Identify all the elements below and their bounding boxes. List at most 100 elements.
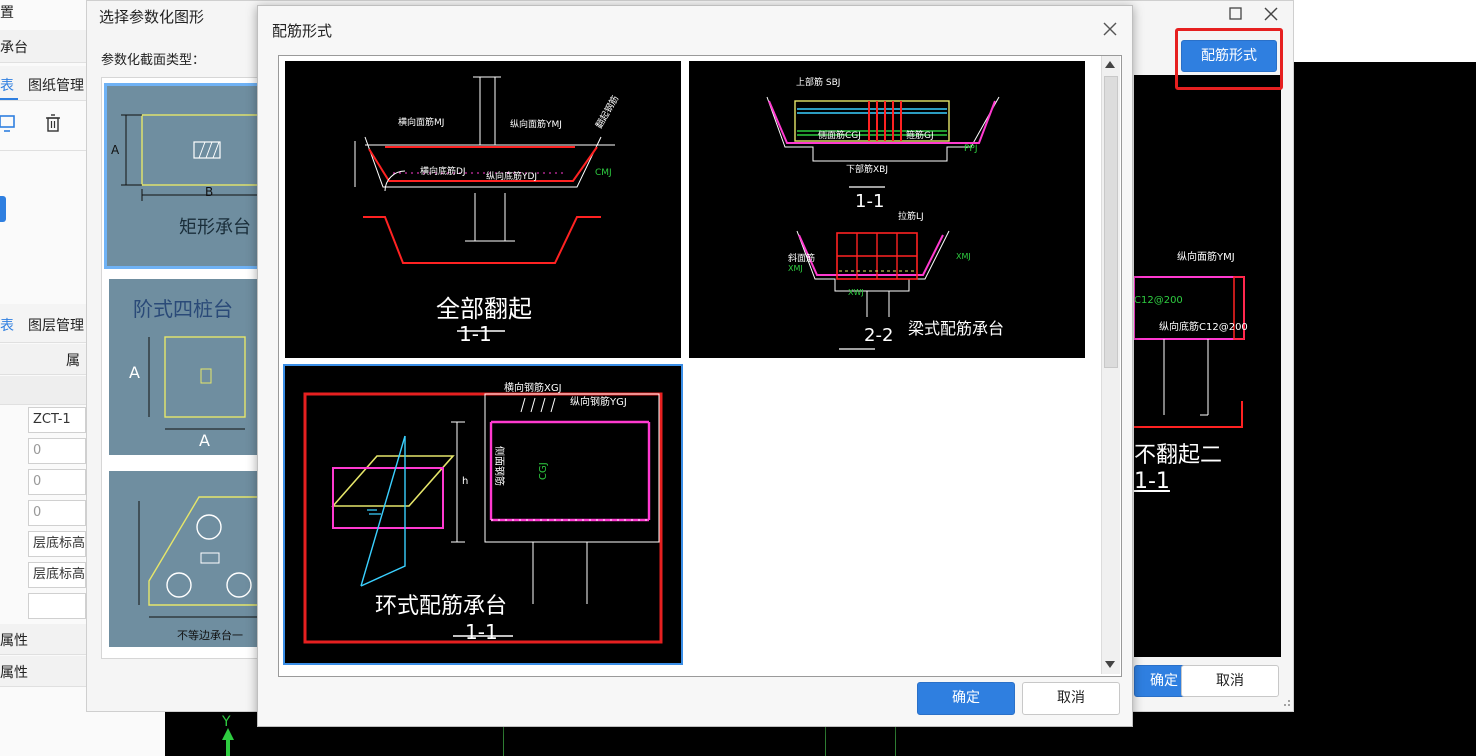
delete-icon[interactable] <box>44 114 62 134</box>
property-value-name[interactable]: ZCT-1 <box>28 407 86 433</box>
beam-style-cap-title: 梁式配筋承台 <box>908 319 1005 338</box>
attribute-label: 属性 <box>0 665 28 681</box>
stepped-cap-drawing <box>148 336 246 430</box>
ring-style-cap-drawing <box>303 392 663 644</box>
label-longitudinal-rebar: 纵向钢筋YGJ <box>570 397 627 408</box>
tab-layer-manager[interactable]: 图层管理 <box>28 318 84 334</box>
label-xwj: XWJ <box>848 288 864 297</box>
rectangular-cap-dim-b: B <box>205 185 214 199</box>
cancel-button[interactable]: 取消 <box>1022 682 1120 715</box>
label-stirrup: 箍筋GJ <box>906 131 934 141</box>
beam-style-section-2: 2-2 <box>864 325 894 346</box>
property-value[interactable]: 0 <box>28 500 86 526</box>
shape-thumb-stepped-four-pile-cap[interactable] <box>109 279 259 455</box>
attribute-row[interactable] <box>0 656 86 687</box>
label-side-rebar: 侧面钢筋 <box>493 446 504 486</box>
label-slope-bar: 斜面筋 <box>788 254 816 264</box>
rebar-form-button[interactable]: 配筋形式 <box>1181 40 1277 72</box>
label-transverse-top: 横向面筋MJ <box>398 118 445 128</box>
property-value-bottom-elevation[interactable]: 层底标高 <box>28 562 86 588</box>
property-group-row <box>0 376 86 405</box>
ok-button[interactable]: 确定 <box>917 682 1015 715</box>
attribute-row[interactable] <box>0 624 86 655</box>
left-divider <box>0 150 86 151</box>
property-header <box>0 344 86 375</box>
left-section-row[interactable] <box>0 30 86 63</box>
label-xmj-right: XMJ <box>956 252 971 261</box>
full-bend-up-drawing <box>354 76 615 332</box>
cad-grid-line <box>825 727 826 756</box>
label-longitudinal-top: 纵向面筋YMJ <box>510 120 562 130</box>
preview-label-top-longitudinal: 纵向面筋YMJ <box>1177 252 1235 263</box>
label-transverse-rebar: 横向钢筋XGJ <box>504 383 562 394</box>
left-section-label: 承台 <box>0 40 28 56</box>
stepped-cap-dim-a: A <box>129 363 140 382</box>
preview-label-bottom-longitudinal: 纵向底筋C12@200 <box>1159 322 1248 333</box>
rectangular-cap-drawing <box>121 114 263 201</box>
param-cancel-button[interactable]: 取消 <box>1181 665 1279 697</box>
property-value-empty[interactable] <box>28 593 86 619</box>
preview-title: 不翻起二 <box>1134 443 1223 468</box>
full-bend-up-section: 1-1 <box>459 322 492 346</box>
label-top-bar: 上部筋 SBJ <box>796 78 841 88</box>
close-icon[interactable] <box>1101 20 1119 38</box>
property-value[interactable]: 0 <box>28 438 86 464</box>
attribute-label: 属性 <box>0 633 28 649</box>
label-bottom-bar: 下部筋XBJ <box>846 165 888 175</box>
left-top-label: 置 <box>0 5 14 21</box>
preview-drawing <box>1134 276 1245 428</box>
left-tab-row <box>0 66 86 101</box>
maximize-icon[interactable] <box>1228 6 1244 22</box>
tab-drawing-manager[interactable]: 图纸管理 <box>28 78 84 94</box>
ring-style-cap-section: 1-1 <box>465 620 498 644</box>
rectangular-cap-dim-a: A <box>111 143 120 157</box>
cad-grid-line <box>895 727 896 756</box>
cad-grid-line <box>503 727 504 756</box>
window-close-icon[interactable] <box>1262 5 1280 23</box>
label-side-bar: 侧面筋CGJ <box>818 131 861 141</box>
label-cmj: CMJ <box>595 168 612 178</box>
cad-axis-arrow <box>222 728 234 756</box>
preview-section: 1-1 <box>1134 469 1170 494</box>
scrollbar-thumb[interactable] <box>1104 76 1118 368</box>
shape-thumb-unequal-cap[interactable] <box>109 471 260 647</box>
left-tab-underline <box>0 98 18 100</box>
beam-style-cap-drawing <box>766 96 1000 350</box>
rebar-option-ring-style-cap[interactable] <box>283 364 683 665</box>
left-tab-row-2 <box>0 304 86 343</box>
label-longitudinal-bottom: 纵向底筋YDJ <box>486 172 538 182</box>
property-value-bottom-elevation[interactable]: 层底标高 <box>28 531 86 557</box>
rebar-option-full-bend-up[interactable] <box>285 61 681 358</box>
section-type-label: 参数化截面类型： <box>101 53 206 68</box>
label-transverse-bottom: 横向底筋DJ <box>420 167 466 177</box>
label-xmj-left: XMJ <box>788 264 803 273</box>
scroll-down-icon[interactable] <box>1103 658 1117 670</box>
stepped-cap-name: 阶式四桩台 <box>133 297 233 321</box>
rectangular-cap-name: 矩形承台 <box>179 217 251 238</box>
left-tab-a[interactable]: 表 <box>0 78 14 94</box>
rebar-form-button-highlight <box>1175 28 1283 90</box>
shape-thumb-rectangular-cap[interactable] <box>104 83 264 269</box>
monitor-icon[interactable] <box>0 114 18 134</box>
stepped-cap-dim-b: A <box>199 431 210 450</box>
rebar-form-dialog: 配筋形式 横向面筋MJ 纵向面筋 <box>257 5 1133 727</box>
ring-style-cap-title: 环式配筋承台 <box>375 594 508 619</box>
left-tab-b[interactable]: 表 <box>0 318 14 334</box>
unequal-cap-drawing <box>138 496 260 618</box>
label-ppj: PPJ <box>964 144 978 154</box>
unequal-cap-name: 不等边承台一 <box>177 629 243 642</box>
parametric-dialog-title: 选择参数化图形 <box>99 8 205 26</box>
scroll-up-icon[interactable] <box>1103 59 1117 71</box>
rebar-dialog-title: 配筋形式 <box>272 22 333 40</box>
label-cgj: CGJ <box>538 462 549 480</box>
label-height-h: h <box>462 476 469 487</box>
resize-grip-icon[interactable] <box>1281 697 1291 707</box>
label-tie-bar: 拉筋LJ <box>898 212 924 222</box>
preview-label-c12: C12@200 <box>1134 295 1183 306</box>
left-selected-item[interactable] <box>0 196 6 222</box>
rebar-option-beam-style-cap[interactable] <box>689 61 1085 358</box>
full-bend-up-title: 全部翻起 <box>436 295 532 323</box>
property-value[interactable]: 0 <box>28 469 86 495</box>
window-titlebar <box>1294 0 1476 24</box>
beam-style-section-1: 1-1 <box>855 191 885 212</box>
